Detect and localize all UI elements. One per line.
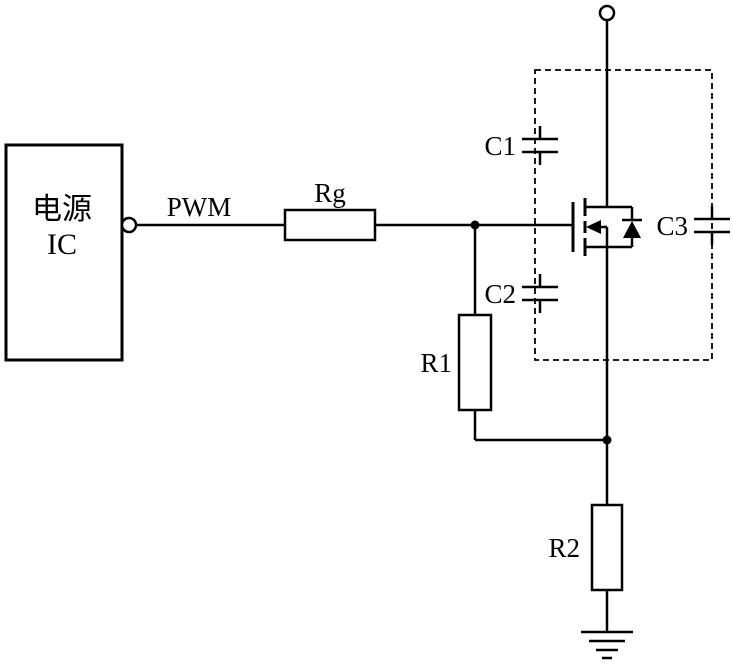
gate-resistor-rg: Rg xyxy=(283,178,377,242)
power-ic-block: 电源 IC xyxy=(4,143,138,362)
pwm-label: PWM xyxy=(167,192,232,222)
gate-junction-dot xyxy=(470,220,480,230)
r1-body xyxy=(457,313,493,412)
ic-output-terminal xyxy=(120,216,138,234)
resistor-r1: R1 xyxy=(420,313,493,412)
resistor-r2: R2 xyxy=(548,503,624,592)
rg-body xyxy=(283,208,377,242)
power-ic-label-line1: 电源 xyxy=(32,193,92,226)
wires xyxy=(136,20,609,632)
body-diode xyxy=(622,207,642,247)
body-diode-triangle xyxy=(623,221,641,238)
mosfet xyxy=(571,198,642,256)
mosfet-body-arrow xyxy=(586,220,601,234)
ground-symbol xyxy=(581,630,633,660)
c2-label: C2 xyxy=(484,279,516,309)
power-ic-box xyxy=(4,143,124,362)
top-terminal xyxy=(598,4,616,22)
source-junction-dot xyxy=(602,435,612,445)
capacitor-c1: C1 xyxy=(484,126,558,165)
capacitor-c3: C3 xyxy=(656,206,730,245)
r2-label: R2 xyxy=(548,533,580,563)
c1-label: C1 xyxy=(484,131,516,161)
r1-label: R1 xyxy=(420,348,452,378)
capacitor-c2: C2 xyxy=(484,274,558,313)
rg-label: Rg xyxy=(314,178,346,208)
c3-label: C3 xyxy=(656,211,688,241)
r2-body xyxy=(590,503,624,592)
power-ic-label-line2: IC xyxy=(47,228,77,261)
